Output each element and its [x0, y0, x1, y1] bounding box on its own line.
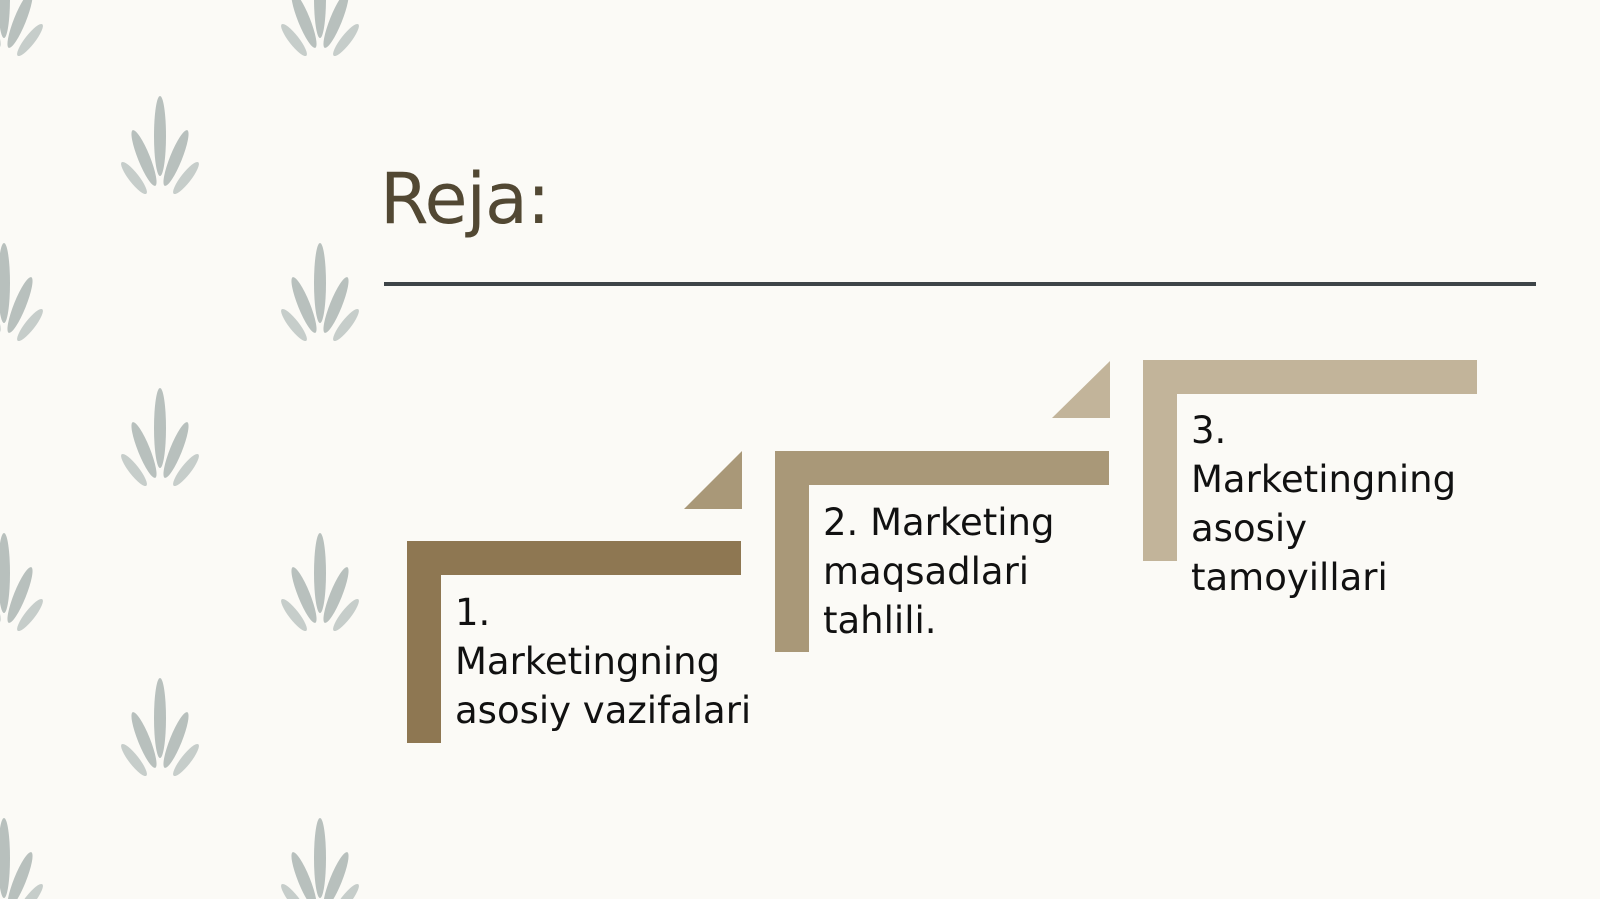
step-3-shape [1143, 360, 1477, 561]
step-2-label: 2. Marketing maqsadlari tahlili. [823, 501, 1055, 642]
step-1-shape [407, 451, 742, 743]
step-1-label: 1. Marketingning asosiy vazifalari [455, 591, 752, 732]
step-3-label: 3. Marketingning asosiy tamoyillari [1191, 409, 1457, 599]
slide-title: Reja: [380, 158, 550, 240]
title-divider [384, 282, 1536, 286]
step-2-shape [775, 361, 1110, 652]
